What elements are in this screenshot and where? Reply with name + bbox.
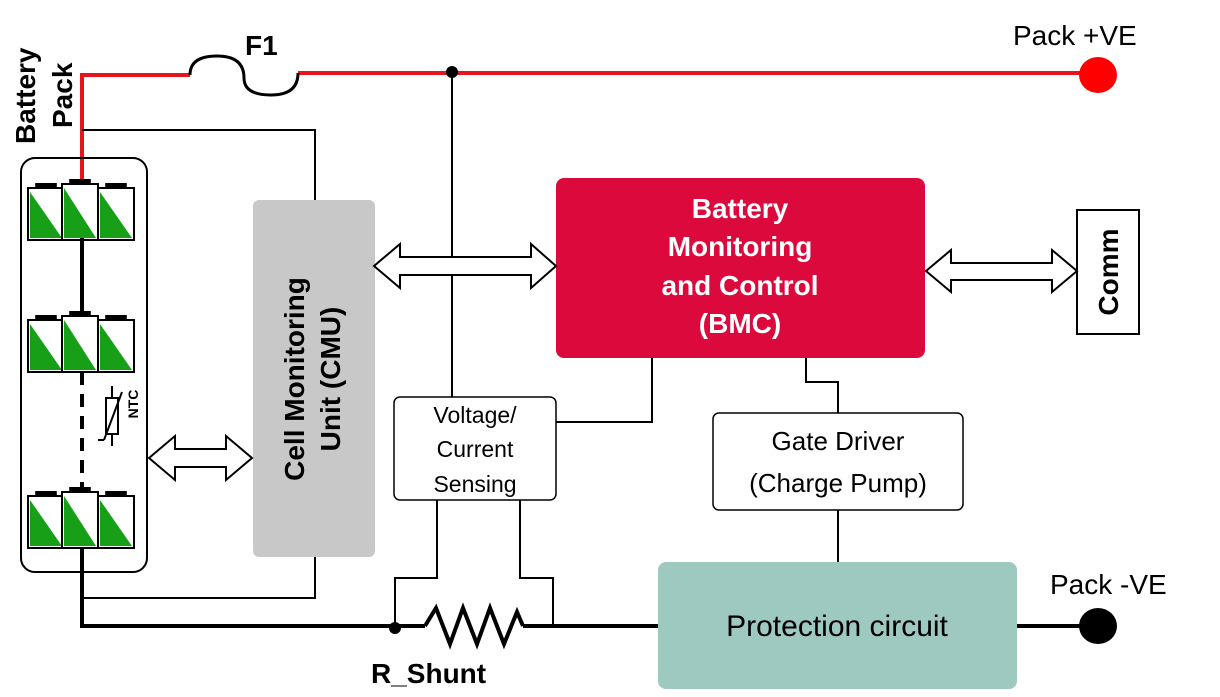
ntc-thermistor: [98, 386, 123, 446]
bus-arrows: [147, 241, 1079, 483]
cell-group-top: [27, 179, 135, 241]
fuse-f1: [188, 54, 300, 97]
pack-positive-terminal: [1079, 57, 1117, 93]
battery-cell: [61, 487, 99, 549]
battery-cell: [27, 315, 65, 373]
positive-rail: [80, 71, 1090, 182]
sensing-label-line2: Current: [437, 436, 514, 462]
arrow-cmu-bmc: [372, 241, 558, 291]
battery-pack-enclosure: [20, 157, 148, 573]
cell-group-bottom: [27, 487, 135, 549]
battery-pack-label-line2: Pack: [47, 62, 78, 128]
gate-driver-label-line1: Gate Driver: [772, 426, 905, 456]
pack-negative-terminal: [1079, 608, 1117, 644]
battery-cell: [27, 491, 65, 549]
bmc-label-line3: and Control: [661, 270, 818, 301]
negative-junction-dot: [389, 622, 401, 634]
bmc-label-line4: (BMC): [699, 308, 781, 339]
bmc-label-line2: Monitoring: [668, 231, 813, 262]
arrow-bmc-comm: [924, 247, 1079, 295]
pack-negative-label: Pack -VE: [1050, 569, 1167, 600]
protection-block: Protection circuit: [658, 562, 1017, 689]
cmu-block: Cell Monitoring Unit (CMU): [253, 200, 375, 557]
shunt-resistor: [423, 602, 525, 650]
battery-pack-label-line1: Battery: [10, 47, 41, 144]
battery-cell: [61, 311, 99, 373]
shunt-label: R_Shunt: [371, 658, 486, 689]
sensing-label-line3: Sensing: [433, 471, 516, 497]
signal-wires: [82, 72, 839, 627]
cmu-label-line2: Unit (CMU): [315, 307, 346, 452]
bmc-block: Battery Monitoring and Control (BMC): [556, 178, 925, 358]
battery-cell: [97, 315, 135, 373]
gate-driver-block: Gate Driver (Charge Pump): [712, 412, 964, 511]
cell-group-middle: [27, 311, 135, 373]
pack-positive-label: Pack +VE: [1013, 20, 1137, 51]
protection-label: Protection circuit: [726, 610, 948, 643]
battery-cell: [97, 491, 135, 549]
ntc-label: NTC: [125, 390, 141, 419]
comm-block: Comm: [1076, 209, 1140, 335]
sensing-block: Voltage/ Current Sensing: [393, 396, 557, 501]
battery-pack: Battery Pack NTC: [10, 47, 148, 573]
sensing-label-line1: Voltage/: [433, 402, 517, 428]
gate-driver-label-line2: (Charge Pump): [749, 468, 927, 498]
cmu-label-line1: Cell Monitoring: [279, 277, 310, 481]
fuse-label: F1: [245, 30, 278, 61]
bmc-label-line1: Battery: [692, 193, 789, 224]
arrow-pack-cmu: [147, 433, 254, 483]
comm-label: Comm: [1093, 228, 1124, 315]
battery-cell: [61, 179, 99, 241]
battery-cell: [27, 183, 65, 241]
battery-cell: [97, 183, 135, 241]
